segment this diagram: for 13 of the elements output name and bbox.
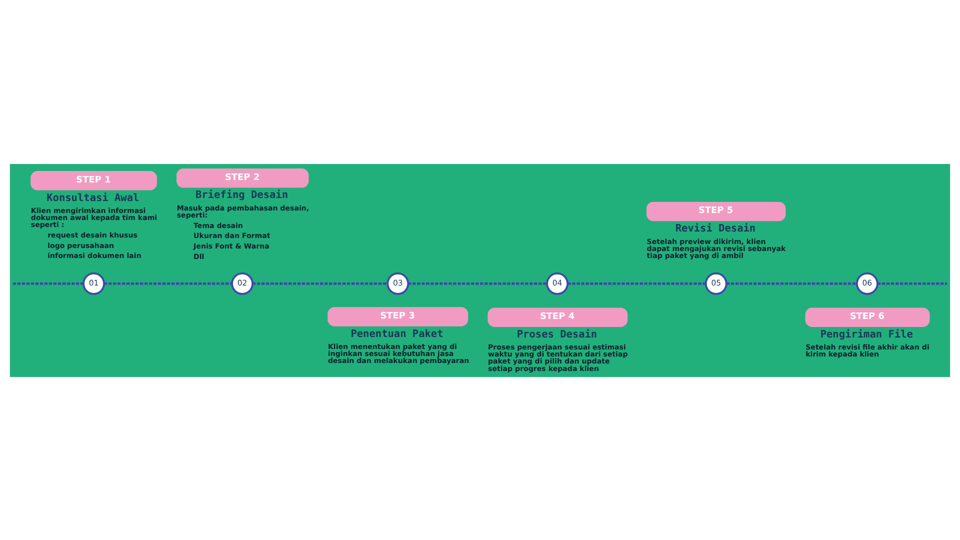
connector — [568, 282, 706, 284]
connector — [878, 282, 948, 284]
node-label: Konsultasi Awal — [46, 191, 140, 204]
node-label: Briefing Desain — [195, 188, 288, 201]
node-label: Pengiriman File — [820, 328, 913, 340]
node-label: Proses Desain — [516, 328, 598, 340]
connector — [104, 282, 232, 284]
node-label: Penentuan Paket — [350, 327, 444, 340]
connector — [408, 282, 547, 284]
connector — [252, 282, 388, 284]
connector — [726, 282, 857, 284]
node-label: Revisi Desain — [675, 222, 756, 234]
connector — [13, 282, 84, 284]
